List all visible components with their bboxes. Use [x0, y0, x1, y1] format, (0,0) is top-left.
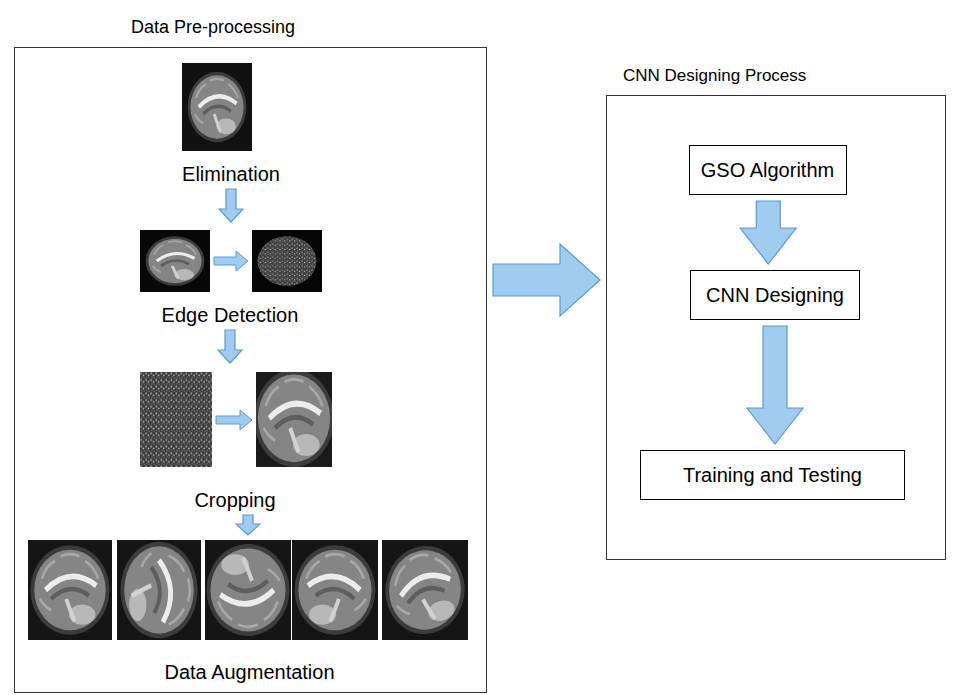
block-arrow — [740, 201, 796, 264]
brain-scan — [295, 545, 376, 635]
brain-scan — [146, 236, 205, 286]
block-arrow — [493, 244, 600, 316]
panel-heading: Data Pre-processing — [131, 17, 295, 38]
thumbnail-ground — [182, 63, 252, 151]
thumbnail-ground — [117, 540, 201, 640]
box-label: GSO Algorithm — [701, 159, 834, 182]
brain-scan — [206, 544, 289, 636]
augmented-thumbnail — [292, 540, 378, 640]
edge-map — [140, 372, 212, 467]
stage-group: Edge Detection — [130, 225, 330, 327]
thumbnail-ground — [247, 357, 342, 479]
mri-thumbnail — [182, 63, 252, 151]
thumbnail-ground — [292, 540, 378, 640]
stage-caption: Cropping — [192, 489, 277, 512]
stage-caption: Data Augmentation — [162, 661, 336, 684]
augmented-thumbnail — [117, 540, 201, 640]
stage-caption: Edge Detection — [160, 304, 301, 327]
edge-thumbnail — [252, 230, 322, 292]
noise-thumbnail — [140, 372, 212, 467]
augmented-thumbnail — [378, 537, 471, 642]
step-arrow — [216, 410, 252, 430]
stage-group: Elimination — [150, 58, 312, 186]
thumbnail-ground — [252, 230, 322, 292]
mri-thumbnail — [140, 230, 210, 292]
stage-caption: Elimination — [180, 163, 282, 186]
stage-group: Data Augmentation — [22, 538, 477, 684]
brain-scan — [378, 537, 471, 642]
thumbnail-ground — [205, 540, 291, 640]
edge-map — [258, 236, 317, 286]
brain-scan — [120, 542, 197, 639]
box-label: Training and Testing — [683, 464, 862, 487]
process-panel: CNN Designing ProcessGSO AlgorithmCNN De… — [606, 95, 946, 560]
process-box: CNN Designing — [690, 270, 860, 320]
block-arrow — [747, 326, 803, 444]
augmented-thumbnail — [205, 540, 291, 640]
stage-group: Cropping — [130, 366, 340, 512]
process-panel: Data Pre-processingEliminationEdge Detec… — [14, 47, 487, 693]
block-arrow — [218, 330, 242, 363]
thumbnail-ground — [140, 230, 210, 292]
process-box: GSO Algorithm — [689, 145, 847, 195]
box-label: CNN Designing — [706, 284, 844, 307]
brain-scan — [254, 370, 334, 467]
augmented-thumbnail — [28, 540, 112, 640]
cropped-thumbnail — [247, 357, 342, 479]
step-arrow — [214, 251, 248, 271]
block-arrow — [236, 515, 260, 535]
brain-scan — [188, 72, 247, 142]
thumbnail-ground — [28, 540, 112, 640]
block-arrow — [219, 189, 243, 222]
process-box: Training and Testing — [640, 450, 905, 500]
panel-heading: CNN Designing Process — [623, 66, 806, 86]
brain-scan — [30, 545, 109, 635]
